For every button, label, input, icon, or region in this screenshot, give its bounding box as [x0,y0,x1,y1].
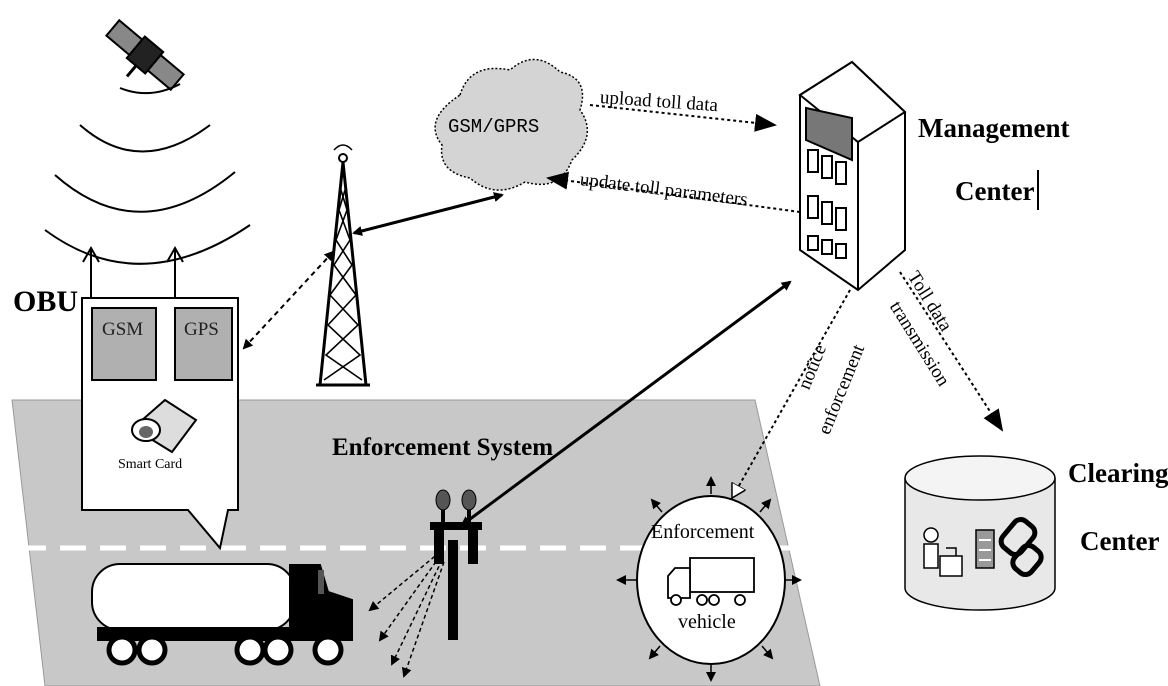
gsm-module [91,307,157,381]
gantry-management-link [460,280,792,527]
antenna-tower-icon [316,144,370,387]
smart-card-label: Smart Card [118,457,183,472]
gps-module-label: GPS [184,319,219,340]
enforcement-system-label: Enforcement System [332,434,554,461]
obu-tower-link [242,250,335,350]
toll-transmission-arrow [899,271,1004,432]
person-icon [923,527,963,577]
gsm-gprs-cloud [434,58,589,191]
gps-module [174,307,233,381]
obu-label: OBU [13,285,79,318]
upload-arrow [589,104,777,132]
clearing-center [904,455,1056,611]
notice-enforcement-arrow [731,289,851,498]
gsm-gprs-label: GSM/GPRS [448,116,540,138]
gsm-module-label: GSM [102,319,144,340]
management-label-line2: Center [955,176,1035,206]
chain-link-icon [998,517,1044,578]
communication-arrows [242,104,1004,527]
smart-card-icon [131,398,198,454]
update-arrow [546,171,801,213]
management-label-line1: Management [918,113,1070,143]
tower-cloud-link [352,192,504,236]
enforcement-vehicle-icon [667,557,755,606]
clearing-label-line2: Center [1080,526,1160,556]
building-icon [798,60,907,292]
truck-icon [91,563,353,666]
obu-device [81,245,239,551]
clearing-label-line1: Clearing [1068,458,1168,488]
satellite-icon [104,18,186,95]
signal-waves [44,124,251,265]
enforcement-vehicle-label-line2: vehicle [678,611,736,633]
server-icon [975,529,995,569]
enforcement-vehicle-label-line1: Enforcement [651,521,755,543]
